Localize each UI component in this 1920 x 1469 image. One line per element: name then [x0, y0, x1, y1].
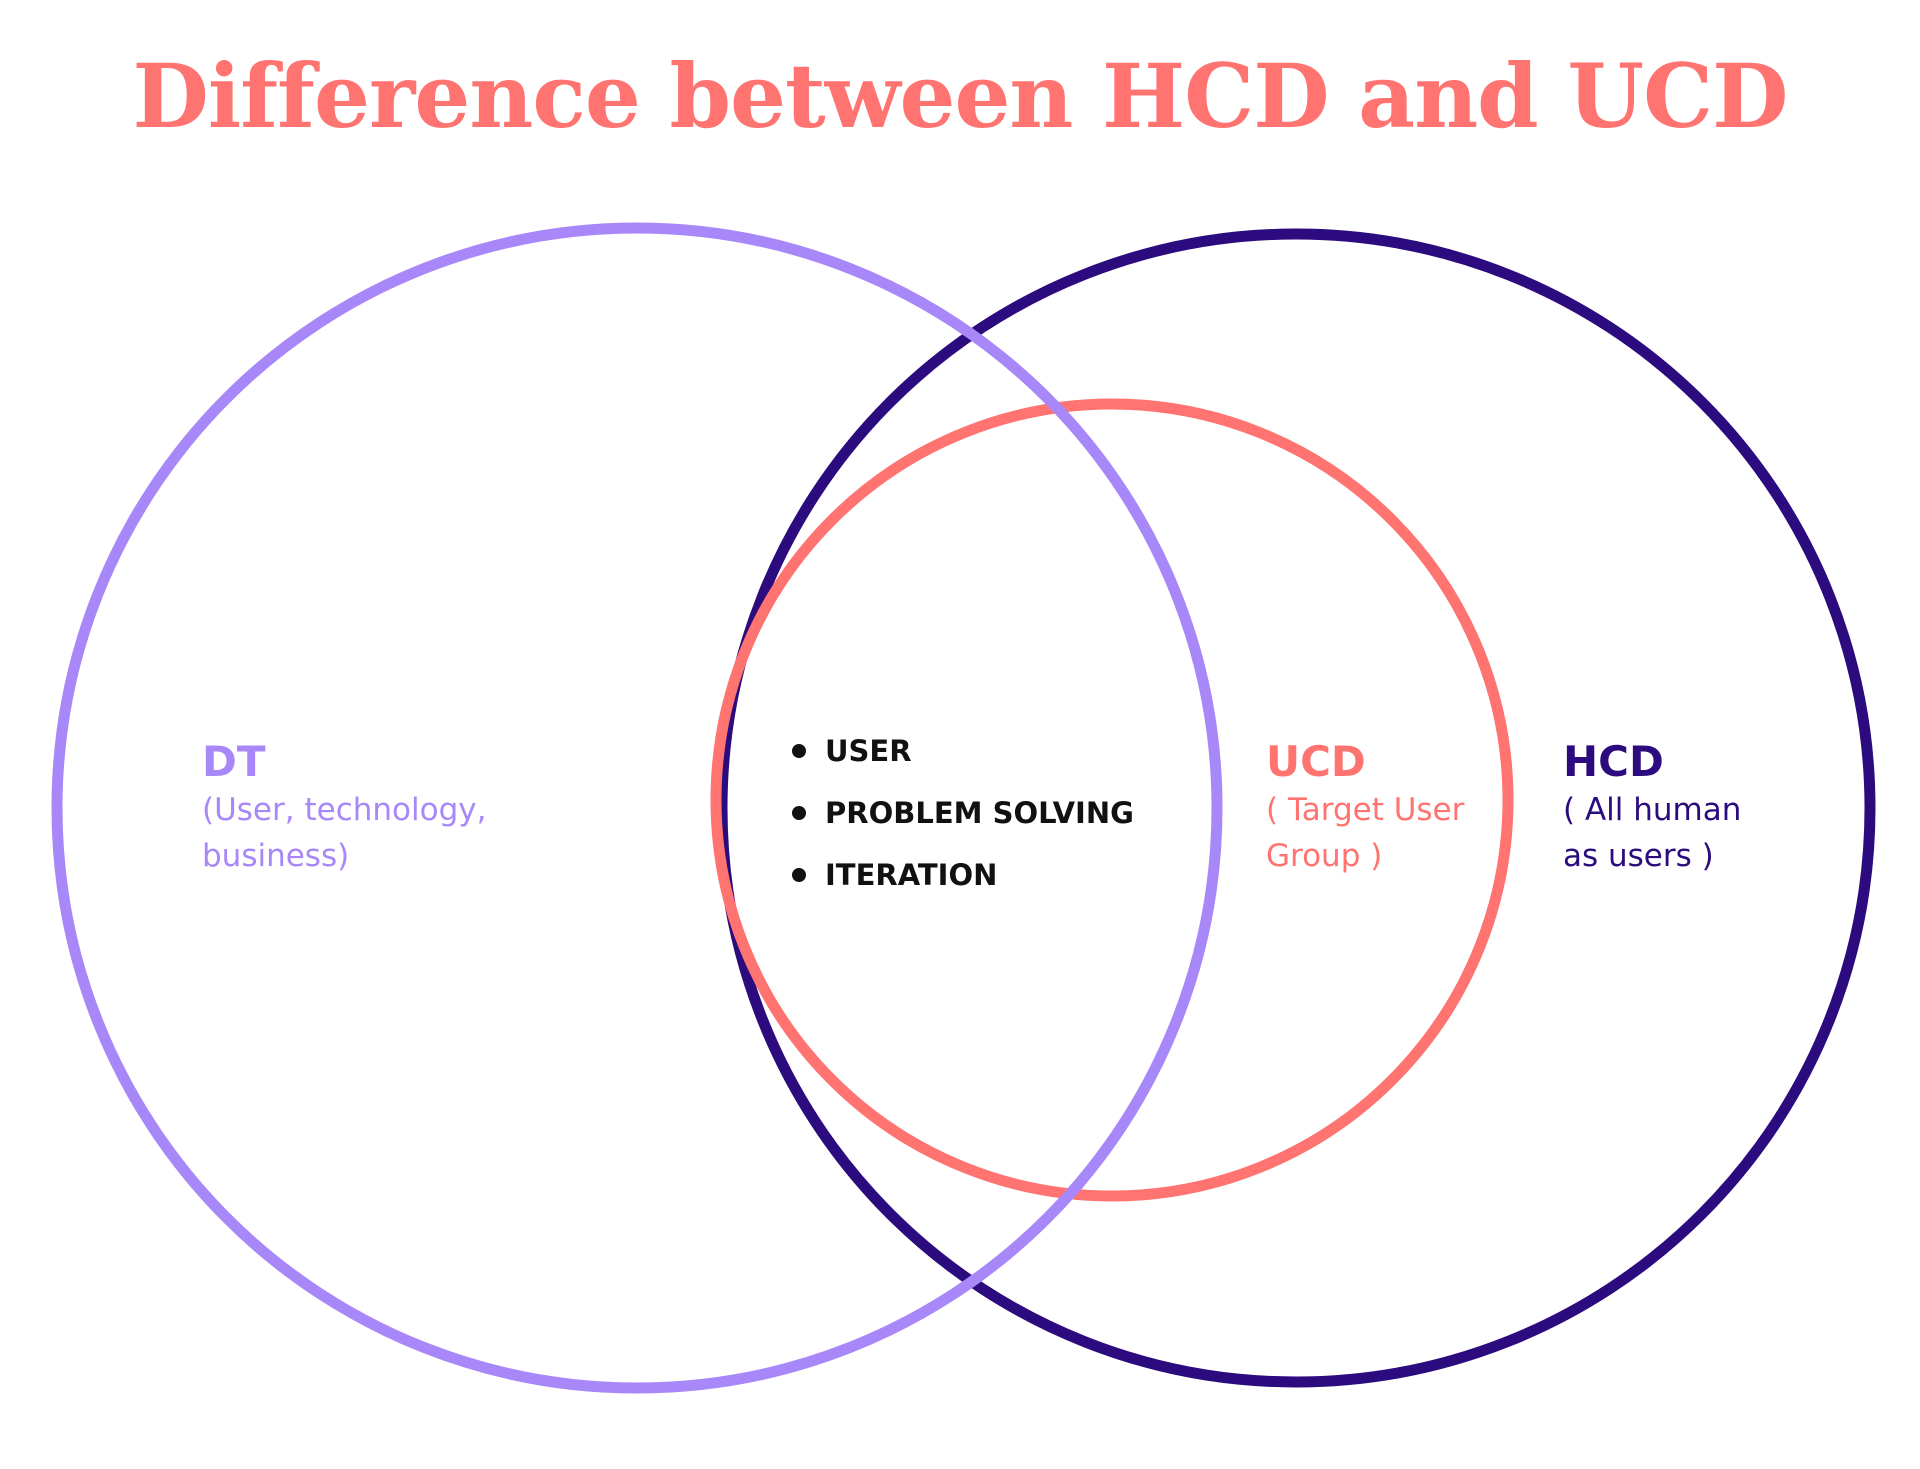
shared-item-label: ITERATION: [825, 858, 998, 892]
dt-description-line-1: (User, technology,: [202, 792, 487, 828]
shared-item-iteration: ITERATION: [792, 844, 1134, 906]
diagram-title: Difference between HCD and UCD: [132, 44, 1789, 148]
bullet-icon: [792, 868, 806, 882]
bullet-icon: [792, 744, 806, 758]
ucd-description-line-2: Group ): [1266, 838, 1383, 874]
shared-item-user: USER: [792, 720, 1134, 782]
bullet-icon: [792, 806, 806, 820]
hcd-description-line-1: ( All human: [1563, 792, 1742, 828]
shared-item-label: PROBLEM SOLVING: [825, 796, 1134, 830]
hcd-name: HCD: [1563, 737, 1664, 786]
ucd-name: UCD: [1266, 737, 1366, 786]
hcd-label: HCD ( All human as users ): [1563, 737, 1803, 879]
ucd-circle: [710, 398, 1514, 1202]
dt-label: DT (User, technology, business): [202, 737, 532, 879]
dt-name: DT: [202, 737, 266, 786]
shared-item-problem-solving: PROBLEM SOLVING: [792, 782, 1134, 844]
hcd-description-line-2: as users ): [1563, 838, 1714, 874]
dt-circle: [51, 222, 1223, 1394]
dt-description-line-2: business): [202, 838, 350, 874]
ucd-description-line-1: ( Target User: [1266, 792, 1465, 828]
shared-item-label: USER: [825, 734, 912, 768]
hcd-circle: [716, 228, 1876, 1388]
shared-items-list: USER PROBLEM SOLVING ITERATION: [792, 720, 1134, 906]
ucd-label: UCD ( Target User Group ): [1266, 737, 1516, 879]
